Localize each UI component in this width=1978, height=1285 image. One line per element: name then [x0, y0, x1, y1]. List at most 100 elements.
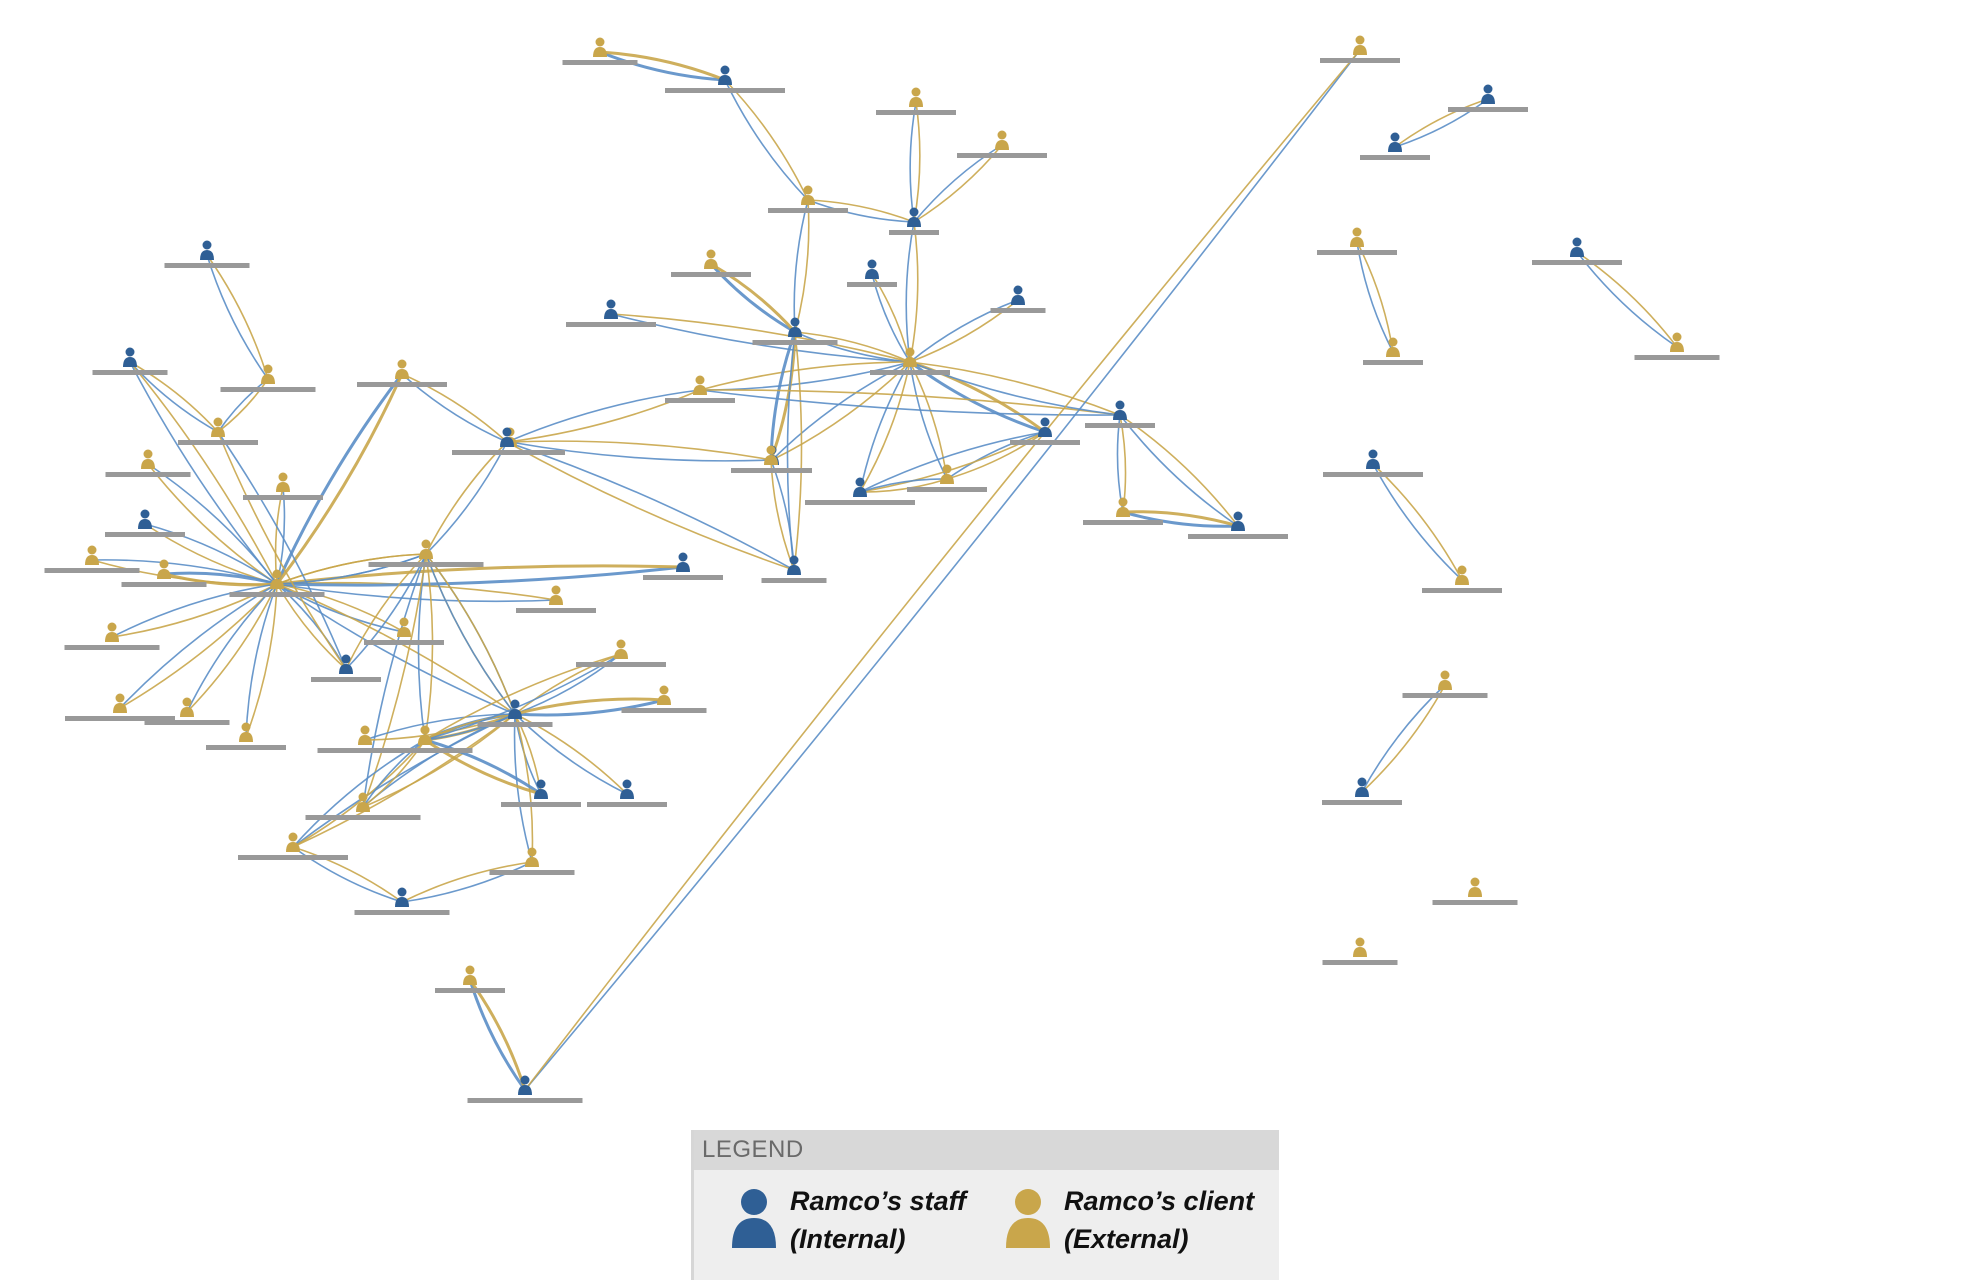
client-node[interactable]: [671, 249, 751, 278]
staff-node[interactable]: [889, 207, 939, 236]
staff-node[interactable]: [1323, 449, 1423, 478]
client-node[interactable]: [435, 965, 505, 994]
staff-node[interactable]: [501, 779, 581, 808]
staff-node[interactable]: [643, 552, 723, 581]
edge-internal: [506, 441, 795, 571]
person-body-icon: [1670, 342, 1684, 352]
person-head-icon: [1352, 227, 1362, 237]
client-node[interactable]: [229, 569, 325, 598]
staff-node[interactable]: [752, 317, 838, 346]
edge-external: [610, 313, 911, 363]
staff-node[interactable]: [990, 285, 1046, 314]
staff-node[interactable]: [1360, 132, 1430, 161]
person-body-icon: [1231, 521, 1245, 531]
client-node[interactable]: [870, 347, 950, 376]
client-node[interactable]: [305, 792, 421, 821]
client-node[interactable]: [243, 472, 323, 501]
client-node[interactable]: [621, 685, 707, 714]
staff-node[interactable]: [1532, 237, 1622, 266]
client-node[interactable]: [1322, 937, 1398, 966]
edge-external: [807, 199, 915, 223]
person-body-icon: [620, 789, 634, 799]
staff-node[interactable]: [1188, 511, 1288, 540]
client-node[interactable]: [1317, 227, 1397, 256]
person-head-icon: [140, 509, 150, 519]
edge-external: [514, 653, 622, 715]
staff-node[interactable]: [665, 65, 785, 94]
client-node[interactable]: [317, 725, 413, 754]
client-node[interactable]: [516, 585, 596, 614]
staff-node[interactable]: [761, 555, 827, 584]
client-node[interactable]: [562, 37, 638, 66]
client-node[interactable]: [377, 725, 473, 754]
edge-external: [506, 441, 795, 571]
staff-node[interactable]: [452, 427, 562, 456]
edge-internal: [513, 713, 533, 863]
staff-node[interactable]: [566, 299, 656, 328]
client-node[interactable]: [876, 87, 956, 116]
staff-node[interactable]: [847, 259, 897, 288]
client-node[interactable]: [178, 417, 258, 446]
staff-node[interactable]: [105, 509, 185, 538]
edge-internal: [245, 583, 278, 738]
client-node[interactable]: [957, 130, 1047, 159]
client-node[interactable]: [731, 445, 811, 474]
client-node[interactable]: [1402, 670, 1488, 699]
client-node[interactable]: [65, 693, 175, 722]
person-head-icon: [1013, 285, 1023, 295]
client-node[interactable]: [206, 722, 286, 751]
person-body-icon: [1438, 680, 1452, 690]
staff-node[interactable]: [92, 347, 168, 376]
client-node[interactable]: [121, 559, 207, 588]
person-body-icon: [614, 649, 628, 659]
edge-external: [362, 739, 426, 808]
client-node[interactable]: [576, 639, 666, 668]
person-body-icon: [1388, 142, 1402, 152]
client-node[interactable]: [665, 375, 735, 404]
staff-node[interactable]: [1448, 84, 1528, 113]
staff-node[interactable]: [1010, 417, 1080, 446]
staff-node[interactable]: [311, 654, 381, 683]
edge-internal: [913, 144, 1003, 223]
client-node[interactable]: [1422, 565, 1502, 594]
node-label-bar: [731, 468, 811, 473]
staff-node[interactable]: [1085, 400, 1155, 429]
client-node[interactable]: [220, 364, 316, 393]
client-node[interactable]: [64, 622, 160, 651]
person-head-icon: [465, 965, 475, 975]
client-node[interactable]: [44, 545, 140, 574]
person-body-icon: [907, 217, 921, 227]
client-node[interactable]: [1320, 35, 1400, 64]
edge-internal: [362, 713, 516, 808]
client-node[interactable]: [1083, 497, 1163, 526]
person-body-icon: [1353, 947, 1367, 957]
node-label-bar: [229, 592, 325, 597]
client-node[interactable]: [238, 832, 348, 861]
person-head-icon: [1483, 84, 1493, 94]
edge-internal: [1119, 414, 1239, 527]
client-node[interactable]: [368, 539, 484, 568]
client-node[interactable]: [144, 697, 230, 726]
edge-internal: [144, 523, 278, 585]
edge-internal: [946, 431, 1046, 480]
staff-node[interactable]: [164, 240, 250, 269]
client-node[interactable]: [105, 449, 191, 478]
client-node[interactable]: [1432, 877, 1518, 906]
client-node[interactable]: [1363, 337, 1423, 366]
client-node[interactable]: [364, 617, 444, 646]
staff-node[interactable]: [1322, 777, 1402, 806]
staff-node[interactable]: [477, 699, 553, 728]
client-node[interactable]: [357, 359, 447, 388]
staff-node[interactable]: [354, 887, 450, 916]
edge-internal: [905, 221, 915, 363]
staff-node[interactable]: [467, 1075, 583, 1104]
client-node[interactable]: [489, 847, 575, 876]
client-node[interactable]: [1634, 332, 1720, 361]
node-label-bar: [990, 308, 1046, 313]
edge-internal: [276, 583, 516, 715]
client-node[interactable]: [907, 464, 987, 493]
client-node[interactable]: [768, 185, 848, 214]
staff-node[interactable]: [587, 779, 667, 808]
edge-external: [276, 583, 405, 633]
staff-node[interactable]: [805, 477, 915, 506]
